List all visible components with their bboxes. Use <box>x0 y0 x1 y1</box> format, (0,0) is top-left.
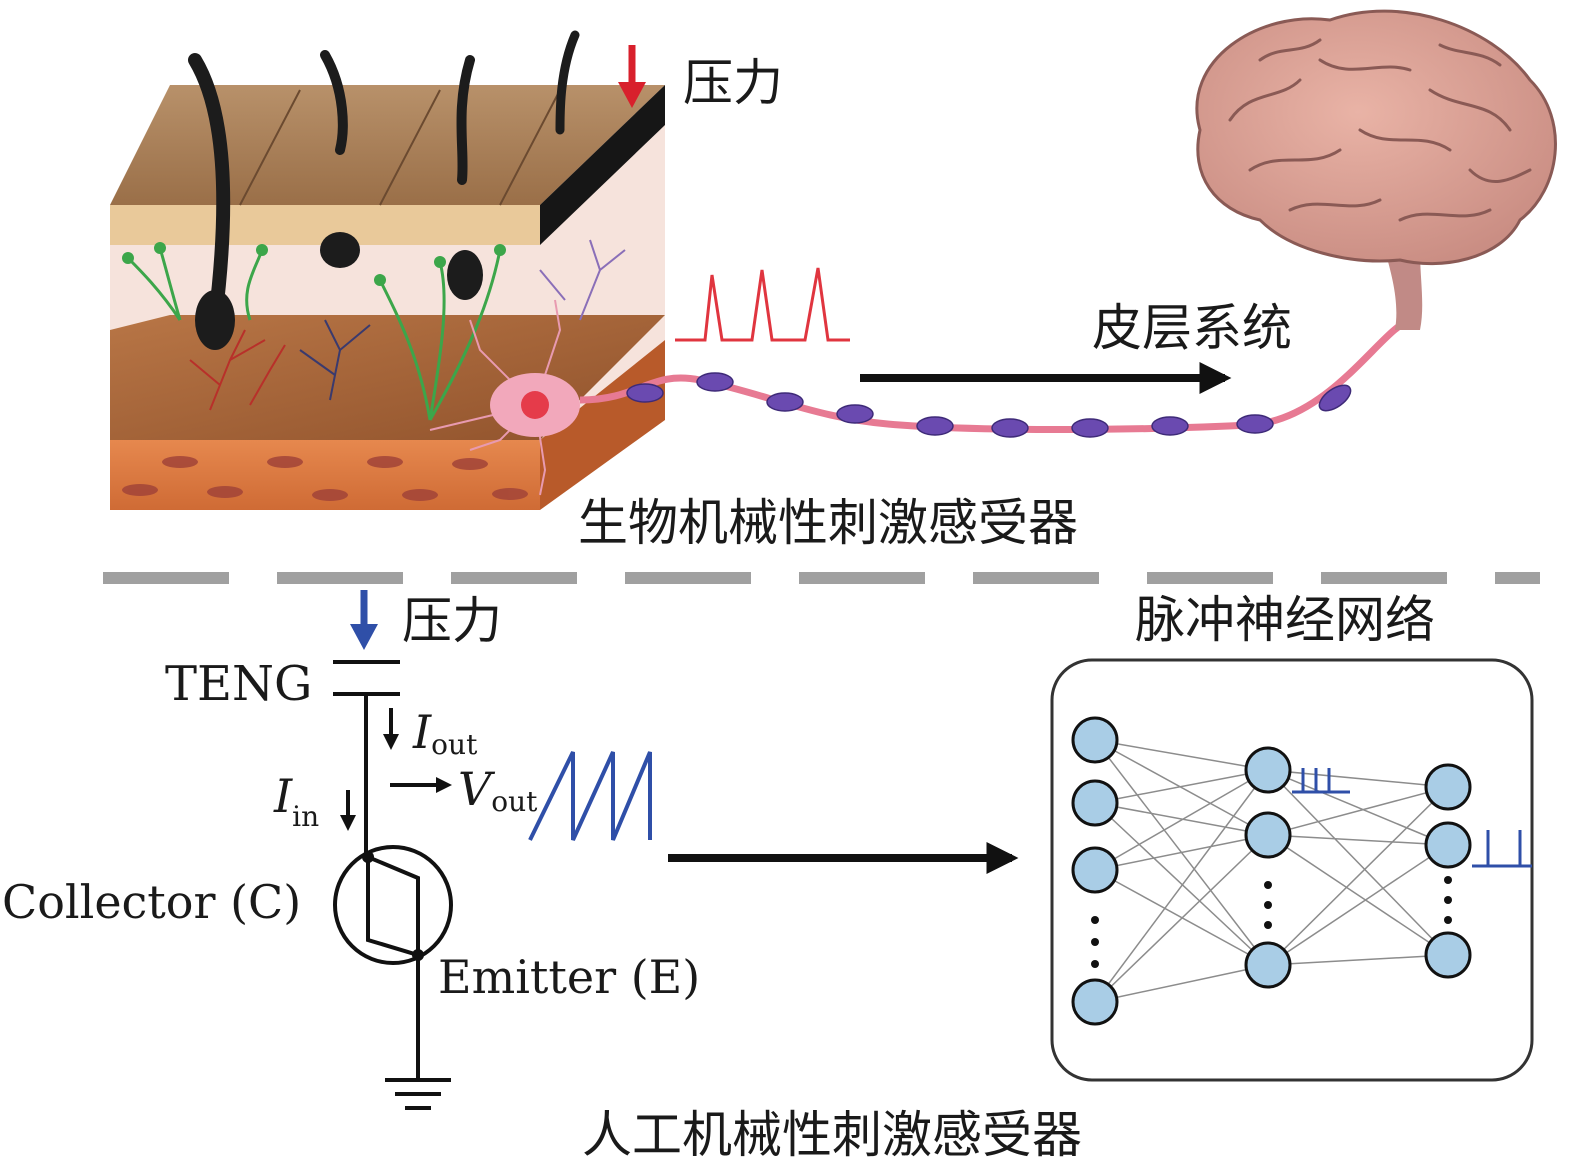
snn-ellipsis-dots <box>1091 876 1452 968</box>
snn-node <box>1244 746 1292 794</box>
pressure-label-bio: 压力 <box>683 54 783 112</box>
transistor-symbol <box>333 845 453 1080</box>
teng-label: TENG <box>165 656 312 712</box>
snn-node <box>1424 821 1472 869</box>
v-out-arrow <box>390 777 452 793</box>
pressure-arrow-bio <box>618 45 646 108</box>
ground-symbol <box>385 1078 451 1110</box>
i-in-label: Iin <box>273 769 319 833</box>
snn-spikes <box>1292 768 1532 868</box>
neuron-cell <box>429 299 580 496</box>
collector-label: Collector (C) <box>2 875 301 929</box>
cortex-label: 皮层系统 <box>1092 299 1292 357</box>
snn-box <box>1050 658 1534 1082</box>
teng-capacitor <box>333 660 400 855</box>
sawtooth-signal <box>528 751 652 841</box>
snn-node <box>1071 846 1119 894</box>
axon <box>579 316 1412 438</box>
snn-node <box>1424 931 1472 979</box>
snn-title: 脉冲神经网络 <box>1135 591 1435 649</box>
skin-block-illustration <box>110 30 665 510</box>
snn-nodes <box>1071 716 1472 1026</box>
snn-node <box>1071 716 1119 764</box>
spike-train-bio <box>675 267 850 342</box>
pressure-label-art: 压力 <box>402 592 502 650</box>
brain-illustration <box>1195 9 1557 330</box>
art-receptor-title: 人工机械性刺激感受器 <box>582 1106 1082 1164</box>
bio-receptor-title: 生物机械性刺激感受器 <box>578 494 1078 552</box>
snn-node <box>1424 763 1472 811</box>
i-out-arrow <box>383 708 399 750</box>
snn-connections <box>1094 739 1449 1003</box>
i-in-arrow <box>340 790 356 831</box>
pressure-arrow-art <box>350 590 378 650</box>
emitter-label: Emitter (E) <box>438 950 700 1004</box>
snn-node <box>1244 811 1292 859</box>
i-out-label: Iout <box>412 705 478 761</box>
snn-node <box>1071 779 1119 827</box>
v-out-label: Vout <box>458 762 538 818</box>
snn-node <box>1071 978 1119 1026</box>
snn-node <box>1244 941 1292 989</box>
